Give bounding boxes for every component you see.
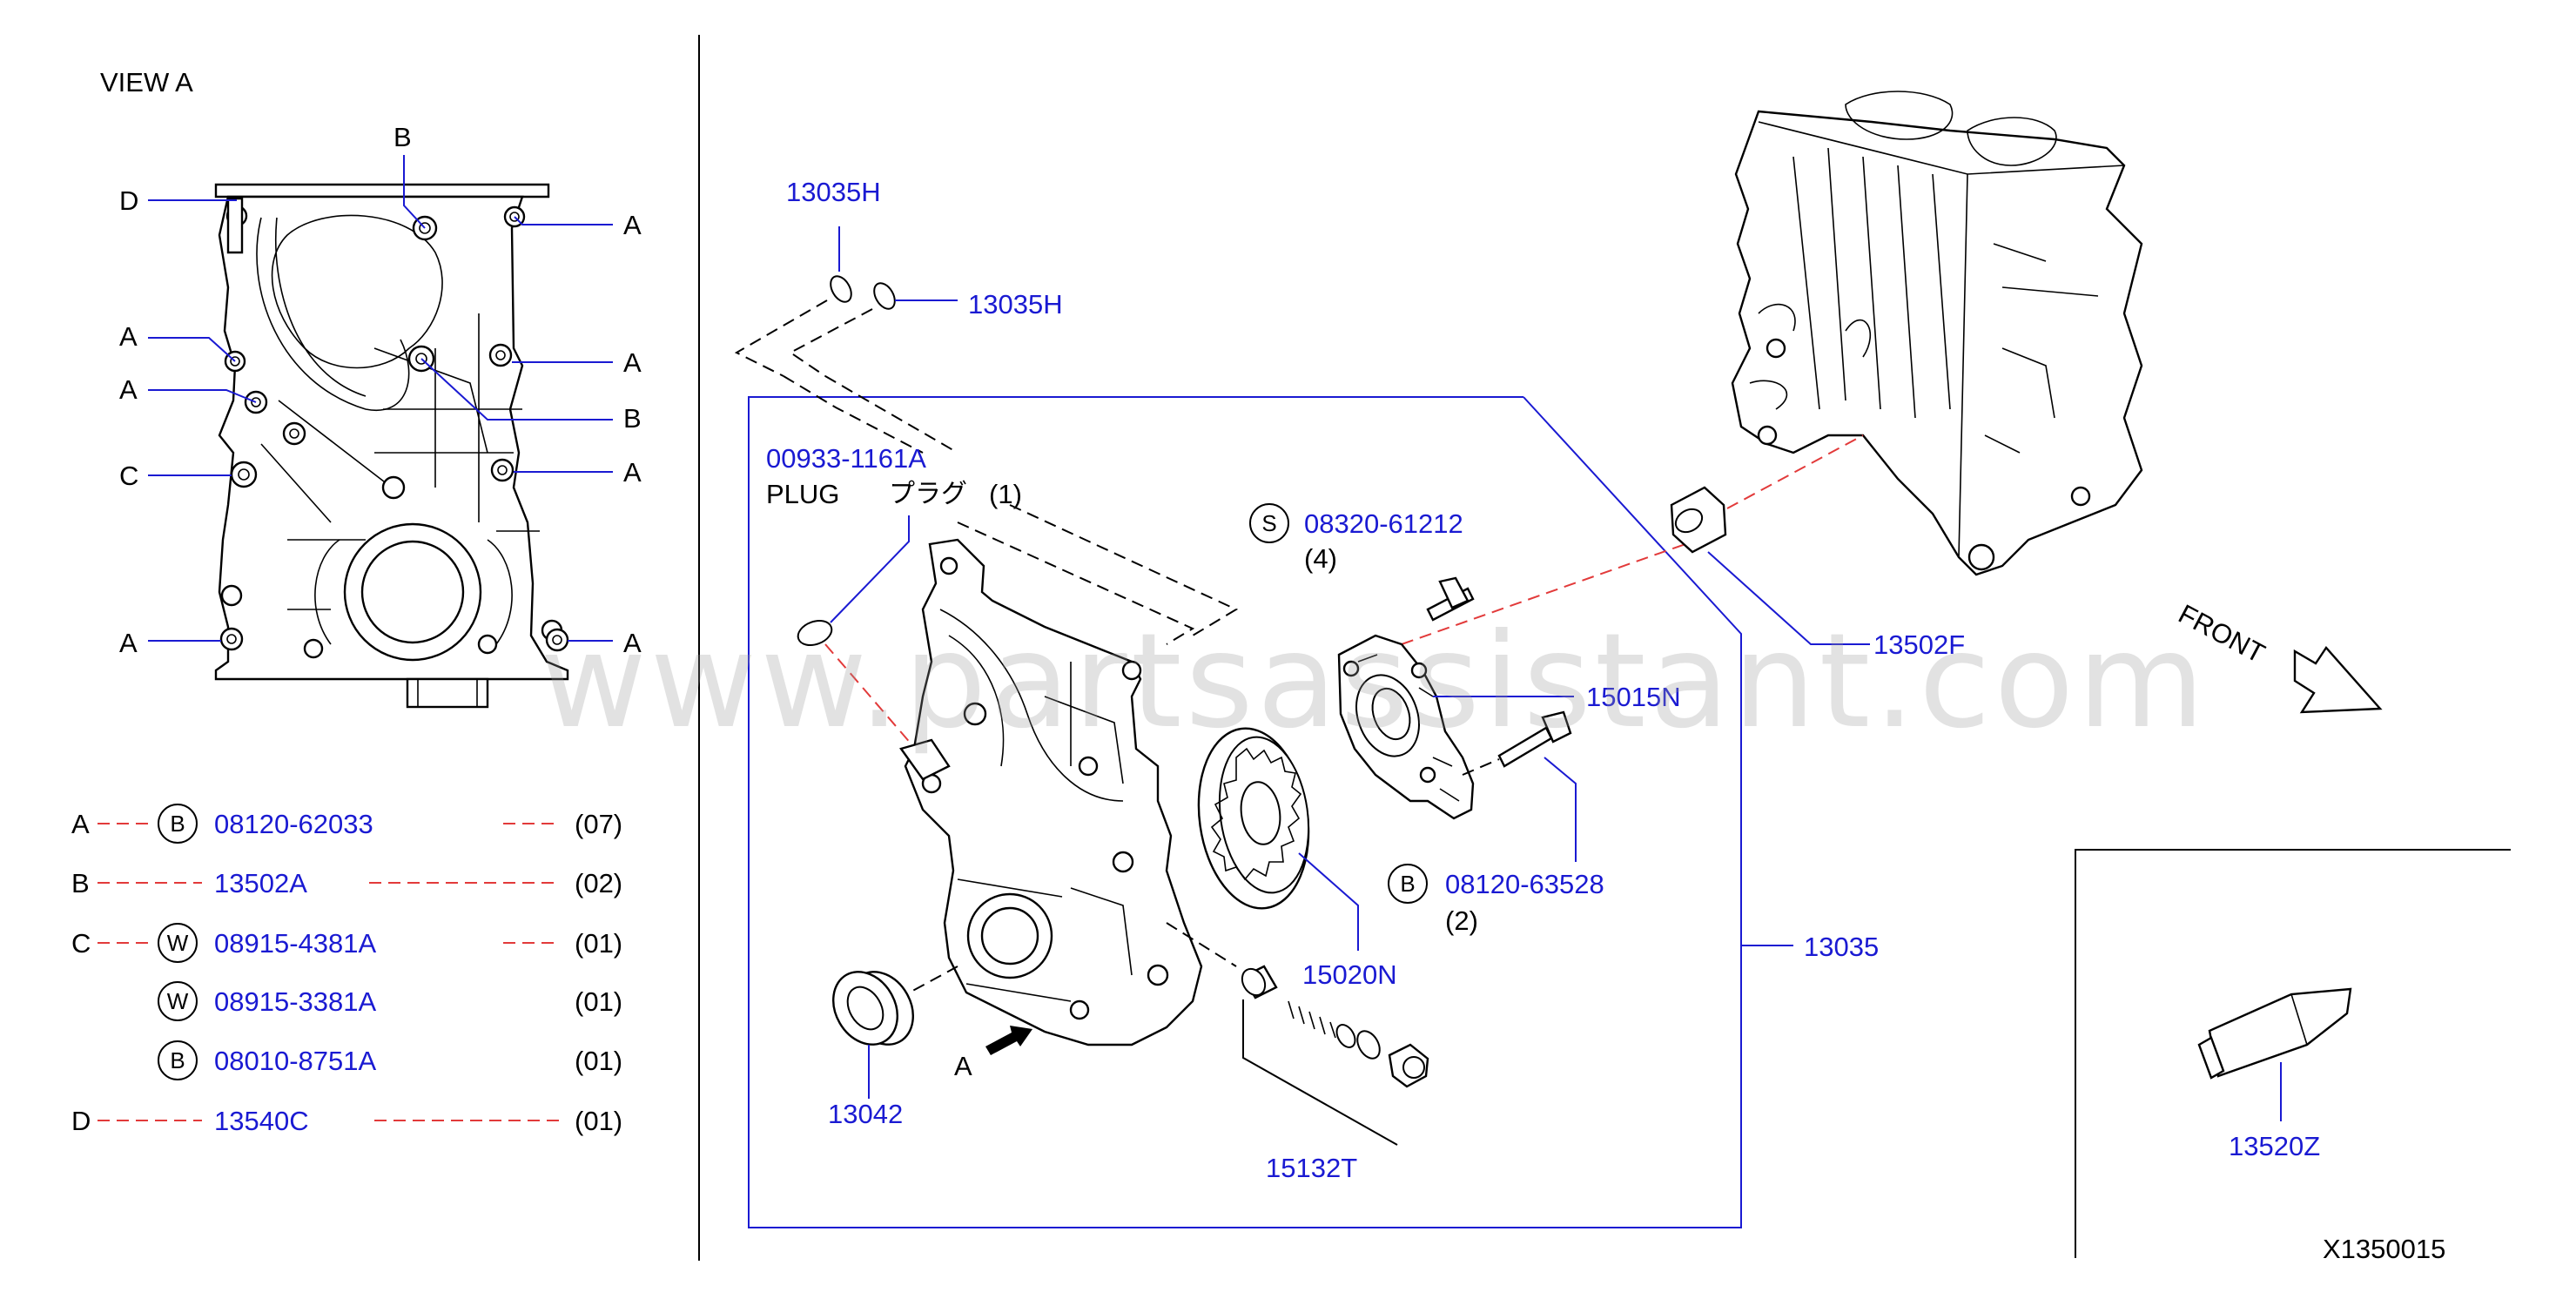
part-qty-08120-63528: (2) [1445,905,1478,936]
table-qty: (01) [575,928,622,959]
callout-b-top: B [393,122,412,152]
sealant-tube-13520z [2197,987,2352,1080]
bolt-part [1497,710,1572,768]
table-letter: D [71,1106,91,1136]
table-circle: B [170,1047,185,1073]
table-part-number[interactable]: 13502A [214,868,307,898]
callout-c: C [119,461,138,491]
callout-a-bottom-right: A [623,628,642,658]
table-letter: B [71,868,90,898]
table-part-number[interactable]: 08915-4381A [214,928,376,959]
part-label-13520z[interactable]: 13520Z [2229,1131,2320,1161]
relief-valve-parts-15132t [1241,965,1429,1088]
diagram-id: X1350015 [2323,1234,2445,1264]
part-label-15132t[interactable]: 15132T [1266,1153,1357,1183]
callout-a-left-2: A [119,374,138,405]
assembly-group-frame [748,396,1742,1228]
screw-part [1426,576,1475,622]
table-circle: W [167,988,189,1014]
part-label-15020n[interactable]: 15020N [1302,959,1397,990]
bolt-symbol-icon [1388,864,1428,904]
part-label-00933-1161a[interactable]: 00933-1161A [766,443,926,474]
plug-qty: (1) [989,479,1022,509]
oil-pump-rotor-15020n [1197,727,1310,910]
table-letter: A [71,809,90,839]
washer-symbol-icon [158,981,198,1021]
timing-cover-13035 [899,538,1203,1055]
callout-a-right-3: A [623,457,642,488]
table-qty: (02) [575,868,622,898]
fastener-table: A B 08120-62033 (07) B 13502A (02) C W 0… [71,804,622,1136]
callout-a-right-2: A [623,347,642,378]
callout-a-top-right: A [623,210,642,240]
screw-circle-letter: S [1261,510,1276,536]
front-arrow-icon [2293,646,2383,714]
oil-pump-cover-15015n [1337,634,1475,820]
callout-b-mid: B [623,403,642,434]
table-qty: (01) [575,1106,622,1136]
view-a-title: VIEW A [100,67,193,98]
part-label-13035[interactable]: 13035 [1804,932,1879,962]
part-label-15015n[interactable]: 15015N [1586,682,1681,712]
engine-block [1731,91,2143,576]
plug-part [797,619,833,647]
bolt-symbol-icon [158,804,198,844]
table-part-number[interactable]: 13540C [214,1106,309,1136]
part-label-13035h[interactable]: 13035H [786,177,881,207]
part-label-13502f[interactable]: 13502F [1873,629,1965,660]
oil-seal-13042 [832,971,914,1046]
part-label-13042[interactable]: 13042 [828,1099,903,1129]
table-part-number[interactable]: 08915-3381A [214,986,376,1017]
table-circle: B [170,811,185,837]
callout-a-left-1: A [119,321,138,352]
table-qty: (01) [575,986,622,1017]
view-a-callouts: B D A A A A B A C A A [119,122,642,658]
bolt-circle-letter: B [1400,871,1415,897]
table-qty: (07) [575,809,622,839]
inset-frame [2075,849,2511,1258]
view-arrow-a-label: A [954,1051,972,1081]
plug-label-japanese: プラグ [889,479,967,509]
part-qty-08320: (4) [1304,543,1337,574]
callout-a-bottom-left: A [119,628,138,658]
table-letter: C [71,928,91,959]
o-ring-13035h [734,226,958,377]
washer-symbol-icon [158,923,198,963]
plug-label: PLUG [766,479,839,509]
bolt-symbol-icon [158,1040,198,1080]
table-circle: W [167,930,189,956]
callout-d: D [119,185,138,216]
table-part-number[interactable]: 08120-62033 [214,809,373,839]
front-cover-view-a [214,183,569,709]
watermark: www.partsassistant.com [540,606,2208,757]
table-part-number[interactable]: 08010-8751A [214,1046,376,1076]
screw-symbol-icon [1249,503,1289,543]
table-qty: (01) [575,1046,622,1076]
part-label-08120-63528[interactable]: 08120-63528 [1445,869,1604,899]
part-label-08320-61212[interactable]: 08320-61212 [1304,508,1463,539]
part-label-13035h[interactable]: 13035H [968,289,1063,320]
dowel-13502f [1670,486,1727,554]
